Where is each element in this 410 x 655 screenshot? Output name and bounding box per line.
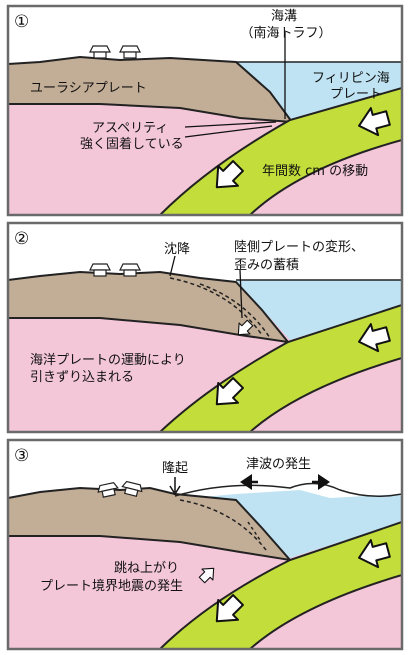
- drag-label-sub: 引きずり込まれる: [30, 370, 134, 385]
- asperity-label-sub: 強く固着している: [80, 136, 184, 152]
- uplift-label: 隆起: [162, 461, 188, 476]
- panel-number: ②: [14, 229, 29, 249]
- rebound-label: 跳ね上がり: [114, 561, 179, 576]
- asperity-label: アスペリティ: [92, 121, 168, 136]
- tsunami-label: 津波の発生: [246, 457, 311, 472]
- rebound-label-sub: プレート境界地震の発生: [40, 579, 183, 594]
- panel-number: ③: [14, 446, 29, 466]
- wave-spread-arrow-icon: [240, 474, 258, 490]
- trench-label: 海溝: [271, 9, 297, 24]
- eurasian-plate-label: ユーラシアプレート: [30, 81, 147, 96]
- philippine-plate-label-sub: プレート: [330, 87, 382, 102]
- trench-label-sub: （南海トラフ）: [240, 25, 331, 41]
- panel-1: ① 海溝 （南海トラフ） ユーラシアプレート フィリピン海 プレート アスペリテ…: [6, 4, 404, 217]
- deformation-label: 陸側プレートの変形、: [234, 239, 364, 255]
- plate-speed-label: 年間数 cm の移動: [262, 164, 368, 179]
- wave-spread-arrow-icon: [312, 474, 330, 490]
- panel-3: ③ 隆起 津波の発生 跳ね上がり プレート境界地震の発生: [6, 438, 404, 651]
- panel-2: ② 沈降 陸側プレートの変形、 歪みの蓄積 海洋プレートの運動により 引きずり込…: [6, 221, 404, 434]
- philippine-plate-label: フィリピン海: [312, 71, 390, 86]
- drag-label: 海洋プレートの運動により: [30, 353, 186, 368]
- deformation-label-sub: 歪みの蓄積: [234, 258, 299, 273]
- panel-number: ①: [14, 12, 29, 32]
- subsidence-label: 沈降: [164, 242, 190, 257]
